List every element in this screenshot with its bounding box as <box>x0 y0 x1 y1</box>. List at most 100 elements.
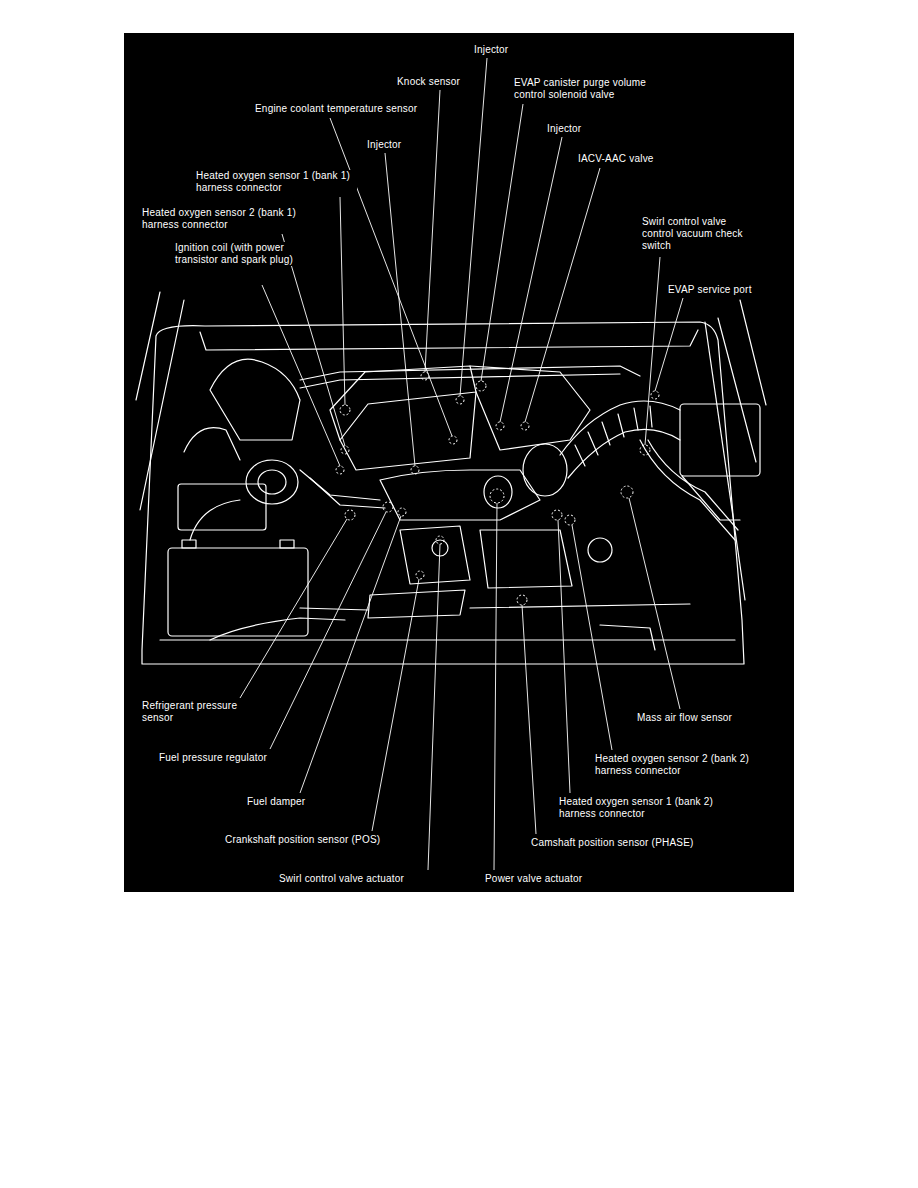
leader-line <box>558 520 570 793</box>
pipe <box>600 625 655 650</box>
leader-line <box>500 137 562 422</box>
harness <box>648 440 738 530</box>
leader-line <box>572 525 612 750</box>
leader-line <box>522 605 536 834</box>
leader-line <box>629 498 680 709</box>
battery <box>168 548 308 636</box>
cylinder-head <box>340 392 476 470</box>
component-marker <box>436 536 444 544</box>
harness <box>640 440 735 540</box>
leader-line <box>428 544 440 870</box>
timing-cover <box>480 530 572 588</box>
leader-line <box>460 58 487 396</box>
callout-label: Engine coolant temperature sensor <box>254 103 418 115</box>
component-marker <box>456 396 464 404</box>
component-marker <box>336 466 344 474</box>
callout-label: Heated oxygen sensor 2 (bank 2) harness … <box>594 753 766 777</box>
component-marker <box>621 486 633 498</box>
battery-terminal <box>182 540 196 548</box>
callout-label: Camshaft position sensor (PHASE) <box>530 837 695 849</box>
leader-line <box>240 519 347 698</box>
fuel-line <box>310 478 385 508</box>
component-marker <box>411 466 419 474</box>
leader-line <box>270 512 386 749</box>
callout-label: Heated oxygen sensor 1 (bank 2) harness … <box>558 796 730 820</box>
leader-line <box>300 516 401 793</box>
leader-line <box>385 153 415 466</box>
component-marker <box>398 508 406 516</box>
radiator-core <box>470 604 690 608</box>
callout-label: EVAP service port <box>667 284 753 296</box>
callout-label: IACV-AAC valve <box>577 153 655 165</box>
radiator-core <box>300 608 368 610</box>
component-marker <box>552 510 562 520</box>
harness <box>300 374 620 388</box>
fender-line <box>718 318 756 462</box>
battery-terminal <box>280 540 294 548</box>
cowl-line <box>200 330 698 350</box>
engine-bay <box>142 322 744 664</box>
air-duct <box>560 401 680 455</box>
timing-cover <box>400 526 470 584</box>
brake-booster <box>246 460 298 504</box>
harness <box>300 366 640 380</box>
fuse-box <box>178 484 266 530</box>
component-marker <box>651 391 659 399</box>
component-marker <box>449 436 457 444</box>
callout-label: EVAP canister purge volume control solen… <box>513 77 675 101</box>
throttle-body <box>484 476 512 508</box>
component-marker <box>521 422 529 430</box>
brake-booster <box>258 470 286 494</box>
callout-label: Heated oxygen sensor 1 (bank 1) harness … <box>195 170 357 194</box>
callout-label: Fuel pressure regulator <box>158 752 268 764</box>
fender-line <box>136 292 160 400</box>
fender-line <box>740 300 766 405</box>
component-marker <box>640 445 650 455</box>
reservoir <box>210 359 300 440</box>
component-marker <box>383 502 393 512</box>
component-marker <box>517 595 527 605</box>
callout-label: Ignition coil (with power transistor and… <box>174 242 298 266</box>
component-marker <box>416 571 424 579</box>
callout-label: Swirl control valve actuator <box>278 873 405 885</box>
leader-line <box>525 168 600 422</box>
callout-label: Injector <box>473 44 509 56</box>
component-marker <box>490 489 504 503</box>
component-marker <box>476 381 486 391</box>
leader-line <box>262 285 340 466</box>
callout-label: Swirl control valve control vacuum check… <box>641 216 747 252</box>
callout-label: Fuel damper <box>246 796 306 808</box>
fuel-line <box>300 470 380 500</box>
hose <box>184 428 240 460</box>
callout-label: Injector <box>366 139 402 151</box>
callout-label: Crankshaft position sensor (POS) <box>224 834 381 846</box>
leader-line <box>425 90 440 372</box>
intake-manifold <box>380 470 540 520</box>
component-marker <box>341 446 349 454</box>
component-marker <box>345 510 355 520</box>
component-marker <box>565 515 575 525</box>
callout-label: Mass air flow sensor <box>636 712 733 724</box>
leader-line <box>372 579 419 831</box>
leader-line <box>494 503 497 870</box>
pulley <box>588 538 612 562</box>
callout-label: Power valve actuator <box>484 873 583 885</box>
leader-line <box>330 118 452 436</box>
leader-line <box>655 298 683 391</box>
bumper-line <box>160 639 735 640</box>
callout-label: Refrigerant pressure sensor <box>141 700 249 724</box>
callout-label: Injector <box>546 123 582 135</box>
leader-line <box>645 257 660 445</box>
battery-cable <box>190 500 240 540</box>
fender-line <box>140 300 184 510</box>
duct-ribs <box>575 406 652 466</box>
callout-label: Knock sensor <box>396 76 461 88</box>
leader-line <box>340 197 345 405</box>
leader-line <box>481 104 523 381</box>
intake-plenum <box>470 366 590 450</box>
callout-label: Heated oxygen sensor 2 (bank 1) harness … <box>141 207 303 231</box>
fender-line <box>705 322 745 600</box>
component-marker <box>340 405 350 415</box>
